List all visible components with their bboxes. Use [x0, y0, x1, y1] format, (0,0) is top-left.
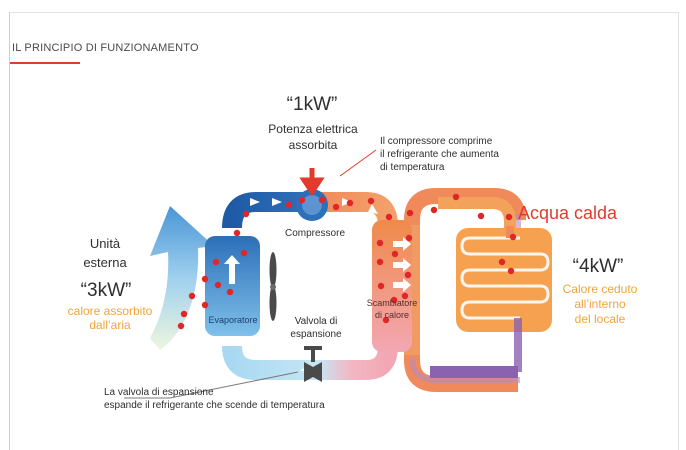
section-title: IL PRINCIPIO DI FUNZIONAMENTO [12, 42, 199, 54]
exchanger-label-line1: Scambiatore [366, 298, 418, 308]
compressor-label: Compressore [284, 228, 346, 239]
valve-note-line2: espande il refrigerante che scende di te… [104, 400, 325, 411]
indoor-heat-desc-line2: all’interno [574, 297, 626, 311]
exchanger-label-line2: di calore [374, 310, 410, 320]
outdoor-unit-label-line1: Unità [89, 236, 121, 251]
evaporator-label: Evaporatore [208, 315, 258, 325]
heat-exchanger-body [372, 220, 412, 352]
outdoor-heat-value: “3kW” [80, 280, 132, 301]
compressor-note-pointer [339, 149, 377, 177]
valve-note-pointer [124, 371, 299, 399]
power-value: “1kW” [286, 94, 338, 115]
hot-water-label: Acqua calda [518, 203, 618, 223]
valve-note-line1: La valvola di espansione [104, 387, 214, 398]
valve-label-line2: espansione [290, 329, 342, 340]
valve-label-line1: Valvola di [294, 316, 338, 327]
frame-left-border [9, 12, 10, 450]
outdoor-heat-desc-line1: calore assorbito [67, 304, 153, 318]
water-pipe-top-right [438, 197, 516, 232]
outdoor-heat-desc-line2: dall’aria [89, 318, 131, 332]
section-title-underline [10, 62, 80, 64]
frame-right-border [678, 12, 679, 450]
indoor-coil-serpentine [460, 236, 550, 320]
compressor-note-line3: di temperatura [380, 162, 445, 173]
outdoor-unit-label-line2: esterna [83, 255, 127, 270]
expansion-valve-icon [304, 346, 322, 382]
indoor-heat-desc-line1: Calore ceduto [562, 282, 638, 296]
indoor-coil-panel [456, 228, 552, 332]
indoor-heat-desc-line3: del locale [574, 312, 626, 326]
heat-particles [177, 193, 517, 330]
power-label-line1: Potenza elettrica [268, 122, 358, 136]
compressor-input-arrow [299, 168, 325, 197]
exchanger-heat-arrows [393, 237, 411, 292]
power-label-line2: assorbita [288, 138, 338, 152]
fan-icon [269, 252, 277, 321]
evaporator-up-arrow [224, 255, 240, 284]
indoor-heat-value: “4kW” [572, 256, 624, 277]
compressor-note-line2: il refrigerante che aumenta [380, 149, 499, 160]
air-flow-arrow [150, 206, 214, 350]
frame-top-border [9, 12, 679, 13]
compressor-note-line1: Il compressore comprime [380, 136, 493, 147]
